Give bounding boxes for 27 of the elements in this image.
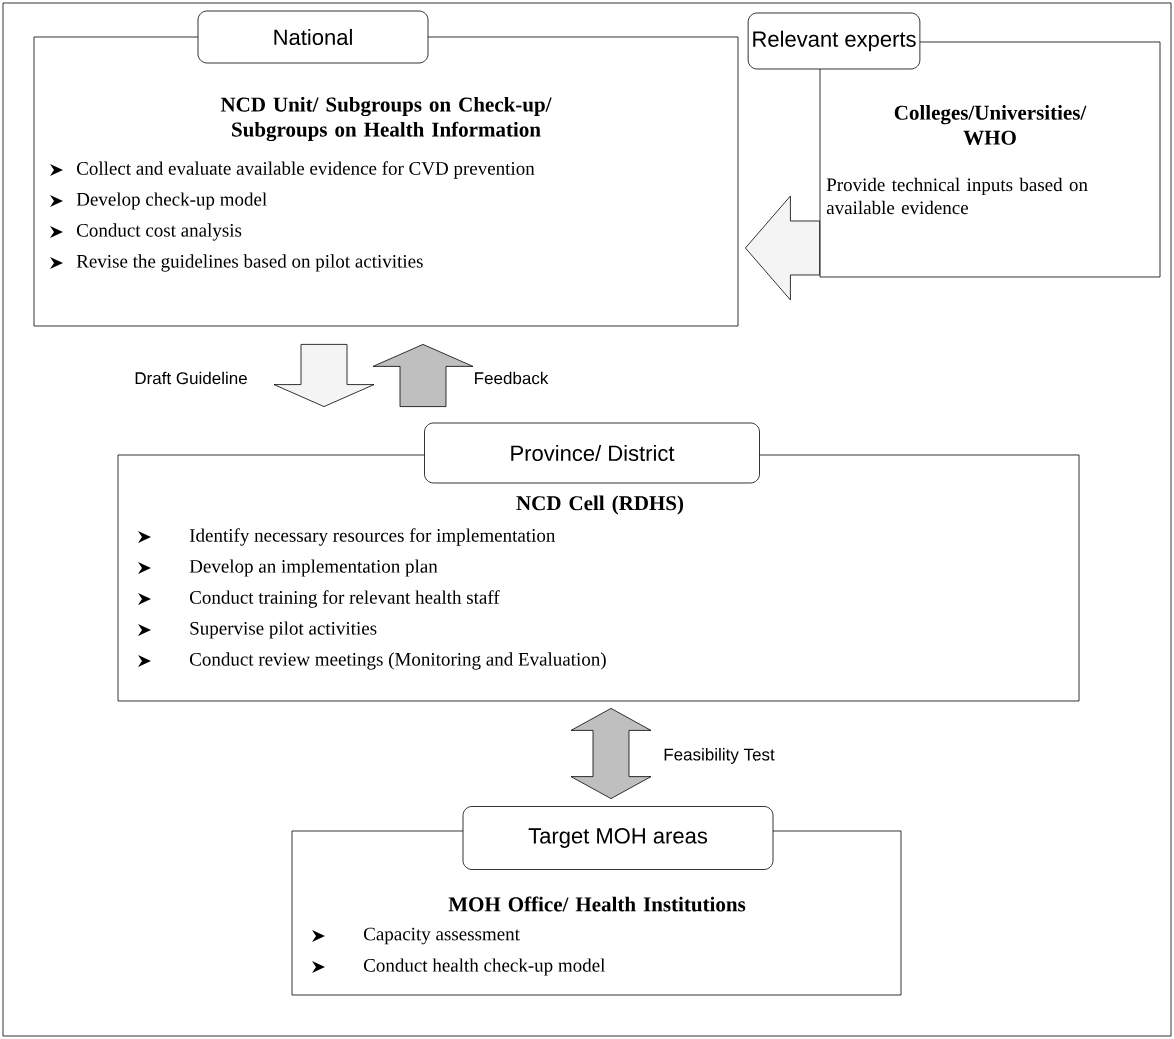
bullet-item: Develop an implementation plan	[189, 559, 438, 577]
heading: Colleges/Universities/ WHO	[894, 105, 1087, 145]
heading-tab: Relevant experts	[747, 12, 921, 70]
heading: MOH Office/ Health Institutions	[448, 896, 746, 912]
description: Provide technical inputs based on available evidence	[826, 177, 1088, 215]
block-arrow	[570, 708, 652, 799]
heading: NCD Unit/ Subgroups on Check-up/ Subgroups on Health Information	[220, 96, 552, 142]
bullet-item: Conduct training for relevant health staff	[190, 590, 500, 608]
bullet-item: Revise the guidelines based on pilot activities	[76, 254, 423, 272]
heading-tab: Target MOH areas	[462, 806, 774, 870]
block-arrow	[372, 344, 474, 407]
bullet-item: Conduct health check-up model	[364, 958, 606, 976]
edge-label: Feedback	[472, 370, 550, 386]
block-arrow	[273, 344, 375, 407]
heading: NCD Cell (RDHS)	[516, 495, 684, 515]
block-arrow	[745, 195, 820, 301]
edge-label: Feasibility Test	[662, 747, 776, 765]
edge-label: Draft Guideline	[133, 370, 249, 386]
bullet-item: Conduct review meetings (Monitoring and Evaluation)	[190, 652, 606, 670]
bullet-item: Identify necessary resources for implementation	[189, 528, 556, 546]
bullet-item: Capacity assessment	[364, 927, 520, 945]
heading-tab: Province/ District	[424, 422, 760, 484]
bullet-item: Collect and evaluate available evidence for CVD prevention	[77, 161, 535, 179]
bullet-item: Conduct cost analysis	[77, 223, 242, 241]
bullet-item: Develop check-up model	[76, 192, 267, 210]
bullet-item: Supervise pilot activities	[190, 621, 377, 639]
heading-tab: National	[197, 10, 429, 64]
